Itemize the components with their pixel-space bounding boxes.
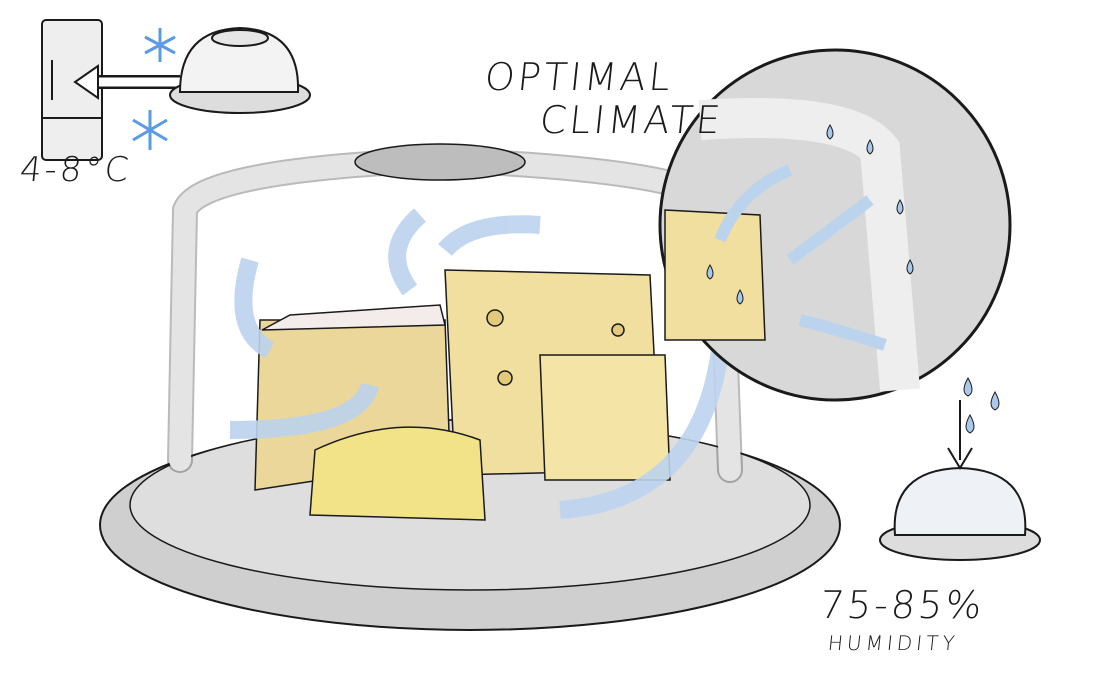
snowflake-icon [132,28,176,150]
arrow-into-fridge-icon [73,64,180,100]
magnified-detail [658,48,1012,402]
water-droplet-icons [706,124,1000,434]
humidity-value: 75-85% [817,583,987,627]
climate-label-line2: CLIMATE [537,98,726,142]
humidity-label: HUMIDITY [826,631,960,655]
fridge-icon [41,19,103,161]
climate-label-line1: OPTIMAL [482,55,676,99]
small-dome-icon [169,26,311,114]
temperature-label: 4-8°C [17,150,134,190]
humidity-dome-icon [879,400,1041,561]
airflow-arrows [229,208,729,519]
